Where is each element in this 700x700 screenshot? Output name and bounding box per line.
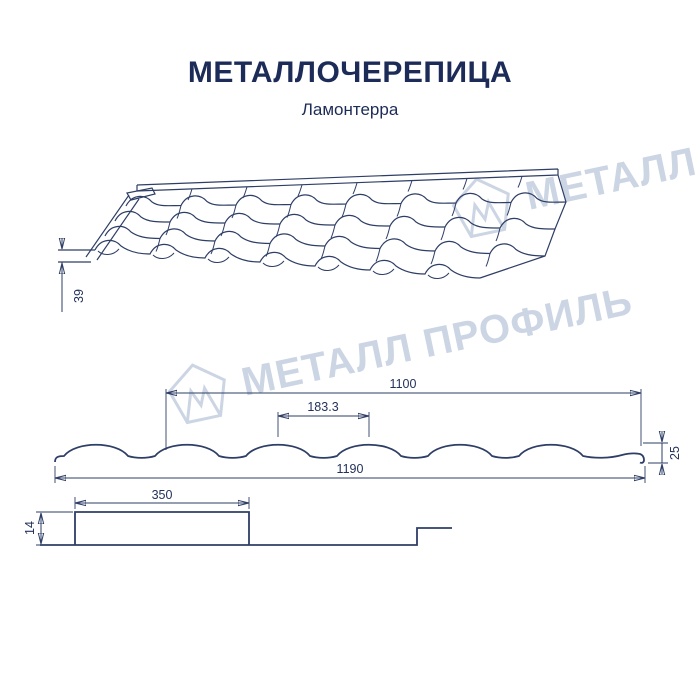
roof-row (104, 225, 546, 257)
profile-cross-section-drawing (54, 389, 668, 483)
dim-label-39: 39 (72, 289, 86, 303)
profile-outline (54, 443, 645, 464)
page-subtitle: Ламонтерра (301, 100, 399, 119)
dim-label-14: 14 (23, 521, 37, 535)
page-title: МЕТАЛЛОЧЕРЕПИЦА (187, 56, 513, 89)
roof-row (94, 239, 481, 279)
dim-label-350: 350 (151, 488, 173, 502)
watermark-lower: МЕТАЛЛ ПРОФИЛЬ (162, 270, 639, 429)
roof-perspective-drawing (58, 168, 567, 279)
extension-lines (36, 497, 250, 546)
step-profile-drawing (36, 497, 452, 546)
dim-label-183.3: 183.3 (307, 400, 339, 414)
dim-label-1190: 1190 (336, 462, 364, 476)
ridge-line (136, 168, 559, 192)
extension-lines (54, 389, 668, 483)
break-edge (479, 174, 567, 279)
metall-profil-logo-icon (167, 363, 226, 425)
barge-strip (85, 187, 156, 261)
eave-scallops (97, 248, 450, 279)
dim-label-25: 25 (668, 446, 682, 460)
tile-separators (155, 176, 523, 267)
eave-fascia (58, 249, 95, 263)
step-outline (40, 511, 452, 546)
dim-label-1100: 1100 (389, 377, 417, 391)
